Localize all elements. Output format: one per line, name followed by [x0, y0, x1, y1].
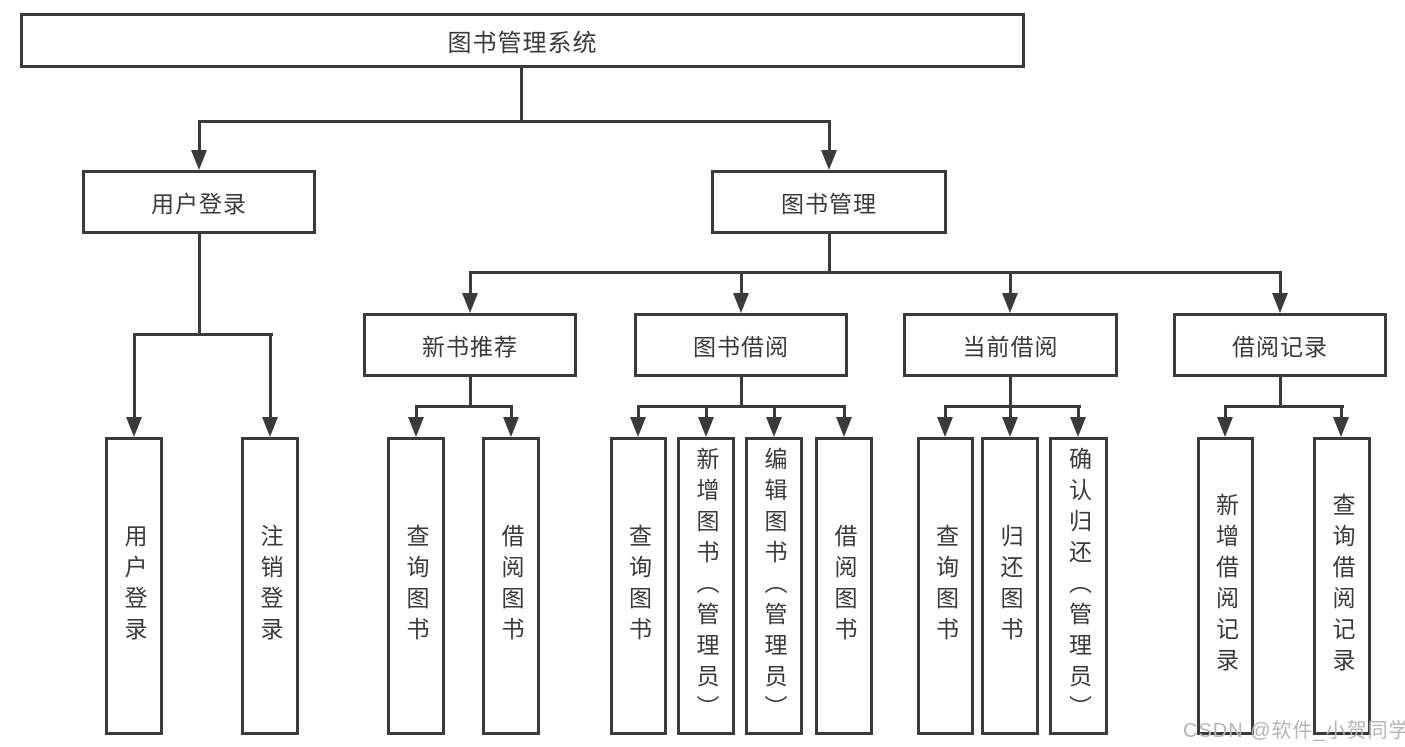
- leaf-borrowing-query-books: 查询图书: [610, 437, 667, 735]
- leaf-recommend-borrow-books: 借阅图书: [482, 437, 540, 735]
- connector-line: [944, 405, 947, 419]
- node-current-borrowing: 当前借阅: [903, 313, 1118, 377]
- arrowhead-icon: [698, 417, 714, 437]
- connector-line: [1224, 405, 1344, 408]
- connector-line: [198, 120, 831, 123]
- node-library-management-system: 图书管理系统: [20, 13, 1025, 68]
- connector-line: [637, 405, 640, 419]
- connector-line: [1279, 377, 1282, 408]
- node-new-book-recommend: 新书推荐: [363, 313, 577, 377]
- connector-line: [740, 271, 743, 295]
- connector-line: [198, 234, 201, 335]
- arrowhead-icon: [462, 293, 478, 313]
- leaf-current-return-books: 归还图书: [981, 437, 1039, 735]
- arrowhead-icon: [733, 293, 749, 313]
- arrowhead-icon: [1272, 293, 1288, 313]
- leaf-current-query-books: 查询图书: [917, 437, 974, 735]
- arrowhead-icon: [1002, 293, 1018, 313]
- connector-line: [133, 333, 273, 336]
- connector-line: [828, 120, 831, 151]
- leaf-borrowing-edit-books-admin: 编辑图书（管理员）: [745, 437, 803, 735]
- leaf-records-add-record: 新增借阅记录: [1197, 437, 1254, 735]
- leaf-logout: 注销登录: [241, 437, 299, 735]
- arrowhead-icon: [1217, 417, 1233, 437]
- connector-line: [843, 405, 846, 419]
- connector-line: [773, 405, 776, 419]
- arrowhead-icon: [408, 417, 424, 437]
- connector-line: [944, 405, 1081, 408]
- connector-line: [828, 234, 831, 274]
- arrowhead-icon: [766, 417, 782, 437]
- leaf-borrowing-borrow-books: 借阅图书: [815, 437, 873, 735]
- connector-line: [415, 405, 418, 419]
- connector-line: [415, 405, 513, 408]
- connector-line: [1009, 271, 1012, 295]
- arrowhead-icon: [1070, 417, 1086, 437]
- node-borrowing-records: 借阅记录: [1173, 313, 1387, 377]
- arrowhead-icon: [1333, 417, 1349, 437]
- connector-line: [269, 333, 272, 418]
- connector-line: [520, 68, 523, 122]
- leaf-records-query-record: 查询借阅记录: [1313, 437, 1371, 735]
- connector-line: [637, 405, 846, 408]
- arrowhead-icon: [503, 417, 519, 437]
- arrowhead-icon: [126, 417, 142, 437]
- leaf-user-login: 用户登录: [105, 437, 163, 735]
- connector-line: [469, 271, 1282, 274]
- arrowhead-icon: [262, 417, 278, 437]
- connector-line: [198, 120, 201, 151]
- arrowhead-icon: [937, 417, 953, 437]
- arrowhead-icon: [630, 417, 646, 437]
- connector-line: [705, 405, 708, 419]
- node-book-management: 图书管理: [711, 170, 947, 234]
- connector-line: [469, 377, 472, 408]
- connector-line: [1224, 405, 1227, 419]
- connector-line: [469, 271, 472, 295]
- connector-line: [740, 377, 743, 408]
- arrowhead-icon: [191, 150, 207, 170]
- leaf-current-confirm-return-admin: 确认归还（管理员）: [1049, 437, 1108, 735]
- connector-line: [1009, 377, 1012, 408]
- arrowhead-icon: [1002, 417, 1018, 437]
- node-user-login: 用户登录: [82, 170, 316, 234]
- connector-line: [510, 405, 513, 419]
- connector-line: [1009, 405, 1012, 419]
- connector-line: [1340, 405, 1343, 419]
- connector-line: [1279, 271, 1282, 295]
- arrowhead-icon: [836, 417, 852, 437]
- node-book-borrowing: 图书借阅: [634, 313, 848, 377]
- watermark: CSDN @软件_小贺同学: [1183, 720, 1405, 742]
- leaf-borrowing-add-books-admin: 新增图书（管理员）: [677, 437, 735, 735]
- connector-line: [1077, 405, 1080, 419]
- connector-line: [133, 333, 136, 418]
- arrowhead-icon: [821, 150, 837, 170]
- leaf-recommend-query-books: 查询图书: [387, 437, 445, 735]
